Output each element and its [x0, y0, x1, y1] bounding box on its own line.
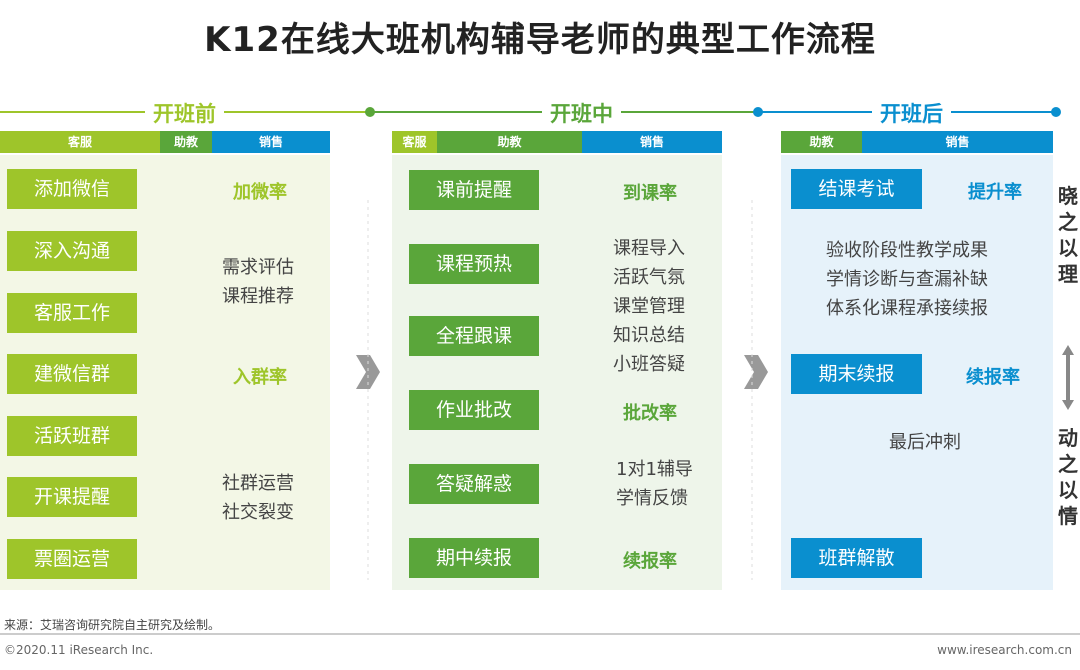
note: 社群运营 [222, 473, 294, 494]
role-xiaoshou: 销售 [582, 131, 722, 153]
step-box: 票圈运营 [7, 539, 137, 579]
kpi-label: 续报率 [966, 367, 1020, 388]
note-group: 需求评估课程推荐 [222, 253, 294, 311]
step-box: 建微信群 [7, 354, 137, 394]
step-box: 活跃班群 [7, 416, 137, 456]
kpi-label: 批改率 [623, 403, 677, 424]
website-url: www.iresearch.com.cn [937, 643, 1072, 657]
kpi-label: 到课率 [623, 183, 677, 204]
step-box: 期中续报 [409, 538, 539, 578]
copyright: ©2020.11 iResearch Inc. [4, 643, 154, 657]
note: 社交裂变 [222, 502, 294, 523]
step-box: 作业批改 [409, 390, 539, 430]
phase-after-title: 开班后 [872, 98, 951, 128]
note: 小班答疑 [613, 354, 685, 375]
side-label-emotion: 动之以情 [1058, 426, 1078, 528]
note: 学情反馈 [616, 488, 688, 509]
step-box: 结课考试 [791, 169, 922, 209]
step-box: 客服工作 [7, 293, 137, 333]
step-box: 班群解散 [791, 538, 922, 578]
step-box: 课前提醒 [409, 170, 539, 210]
side-label-reason: 晓之以理 [1058, 184, 1078, 286]
note: 需求评估 [222, 257, 294, 278]
step-box: 课程预热 [409, 244, 539, 284]
note: 知识总结 [613, 325, 685, 346]
role-kefu: 客服 [392, 131, 437, 153]
note-group: 1对1辅导学情反馈 [616, 455, 693, 513]
step-box: 答疑解惑 [409, 464, 539, 504]
source-note: 来源：艾瑞咨询研究院自主研究及绘制。 [4, 618, 221, 632]
kpi-label: 入群率 [233, 367, 287, 388]
note: 验收阶段性教学成果 [826, 240, 988, 261]
role-xiaoshou: 销售 [212, 131, 330, 153]
step-box: 添加微信 [7, 169, 137, 209]
role-xiaoshou: 销售 [862, 131, 1053, 153]
note: 1对1辅导 [616, 459, 693, 480]
note: 活跃气氛 [613, 267, 685, 288]
phase-before-title: 开班前 [145, 98, 224, 128]
kpi-label: 续报率 [623, 551, 677, 572]
role-zhujiao: 助教 [781, 131, 862, 153]
note: 课程推荐 [222, 286, 294, 307]
note: 体系化课程承接续报 [826, 298, 988, 319]
role-zhujiao: 助教 [437, 131, 582, 153]
role-zhujiao: 助教 [160, 131, 212, 153]
step-box: 全程跟课 [409, 316, 539, 356]
phase-during-title: 开班中 [542, 98, 621, 128]
step-box: 深入沟通 [7, 231, 137, 271]
role-kefu: 客服 [0, 131, 160, 153]
note: 最后冲刺 [889, 432, 961, 453]
kpi-label: 加微率 [233, 182, 287, 203]
kpi-label: 提升率 [968, 182, 1022, 203]
double-arrow-icon [1062, 345, 1074, 410]
step-box: 开课提醒 [7, 477, 137, 517]
page-title: K12在线大班机构辅导老师的典型工作流程 [204, 20, 876, 60]
note-group: 验收阶段性教学成果学情诊断与查漏补缺体系化课程承接续报 [826, 236, 988, 323]
note: 课堂管理 [613, 296, 685, 317]
panel-during [392, 155, 722, 590]
step-box: 期末续报 [791, 354, 922, 394]
note: 课程导入 [613, 238, 685, 259]
note: 学情诊断与查漏补缺 [826, 269, 988, 290]
note-group: 社群运营社交裂变 [222, 469, 294, 527]
note-group: 课程导入活跃气氛课堂管理知识总结小班答疑 [613, 234, 685, 379]
